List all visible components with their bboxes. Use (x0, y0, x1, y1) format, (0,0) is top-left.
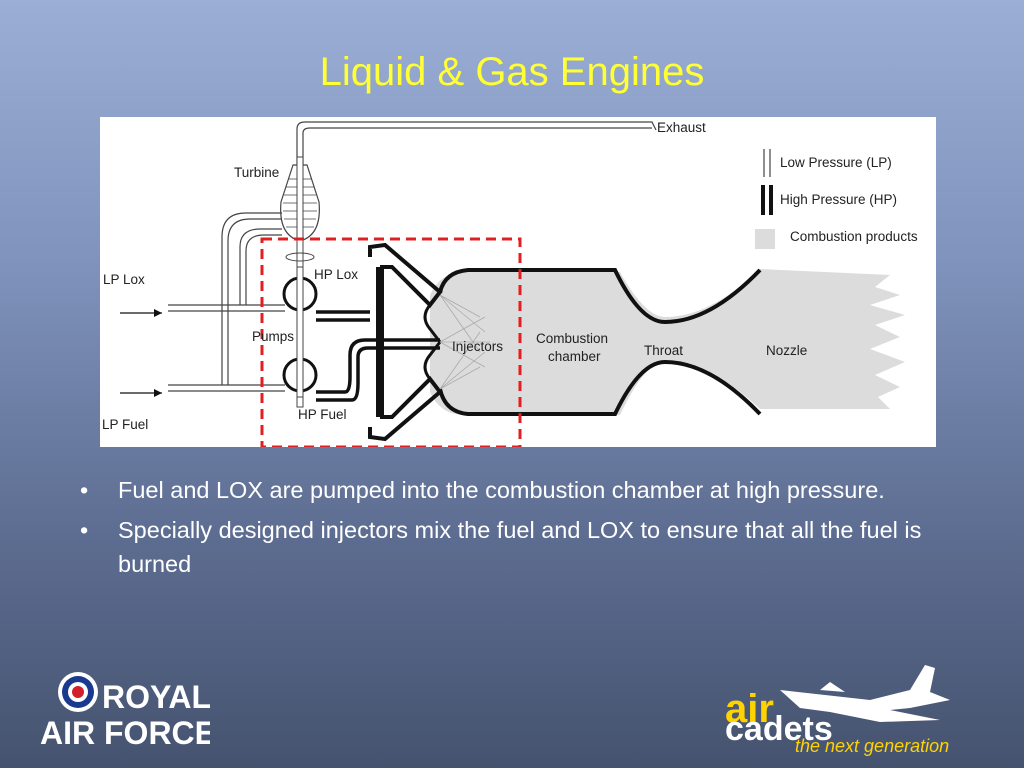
lp-fuel-line (168, 384, 285, 392)
legend-combustion-label: Combustion products (790, 229, 918, 244)
highlight-box (260, 237, 522, 447)
legend-high-pressure-label: High Pressure (HP) (780, 192, 897, 207)
bullet-item: • Specially designed injectors mix the f… (80, 513, 980, 581)
lp-lox-line (168, 304, 285, 312)
hp-fuel-line (316, 338, 440, 402)
cadets-line2: cadets (725, 710, 833, 748)
bullet-marker: • (80, 477, 89, 503)
pumps-label: Pumps (252, 329, 294, 344)
raf-logo: ROYAL AIR FORCE (40, 672, 210, 750)
bullet-item: • Fuel and LOX are pumped into the combu… (80, 473, 980, 507)
hp-lox-label: HP Lox (314, 267, 358, 282)
injector-lower (423, 341, 442, 380)
bullet-marker: • (80, 517, 89, 543)
cadets-tagline: the next generation (795, 736, 949, 756)
bullet-list: • Fuel and LOX are pumped into the combu… (80, 473, 980, 587)
slide-title: Liquid & Gas Engines (319, 50, 705, 94)
oxidizer-manifold (368, 242, 443, 442)
nozzle-label: Nozzle (766, 343, 807, 358)
lp-fuel-label: LP Fuel (102, 417, 148, 432)
injector-spray (439, 294, 490, 390)
combustion-chamber-label: Combustion (536, 331, 608, 346)
throat-label: Throat (644, 343, 683, 358)
turbine-label: Turbine (234, 165, 279, 180)
raf-line2: AIR FORCE (40, 715, 210, 750)
legend (755, 149, 775, 249)
aircraft-icon (780, 665, 950, 722)
raf-line1: ROYAL (102, 679, 210, 715)
exhaust-label: Exhaust (657, 120, 706, 135)
hp-fuel-label: HP Fuel (298, 407, 347, 422)
combustion-chamber-label-2: chamber (548, 349, 601, 364)
hp-lox-line (316, 310, 370, 322)
raf-roundel-icon (58, 672, 98, 712)
injector-upper (423, 304, 442, 343)
bullet-text: Specially designed injectors mix the fue… (118, 517, 922, 577)
cadets-line1: air (725, 687, 774, 731)
combustion-products-region (430, 269, 905, 415)
injectors-label: Injectors (452, 339, 503, 354)
rocket-engine-diagram: Exhaust Turbine LP Lox HP Lox Pumps HP F… (100, 117, 936, 447)
air-cadets-logo: air cadets the next generation (725, 665, 950, 756)
legend-low-pressure-label: Low Pressure (LP) (780, 155, 892, 170)
combustion-chamber-wall-lower (438, 359, 762, 416)
bullet-text: Fuel and LOX are pumped into the combust… (118, 477, 885, 503)
combustion-chamber-wall (438, 268, 762, 325)
lp-lox-label: LP Lox (103, 272, 145, 287)
exhaust-pipe (296, 121, 657, 165)
